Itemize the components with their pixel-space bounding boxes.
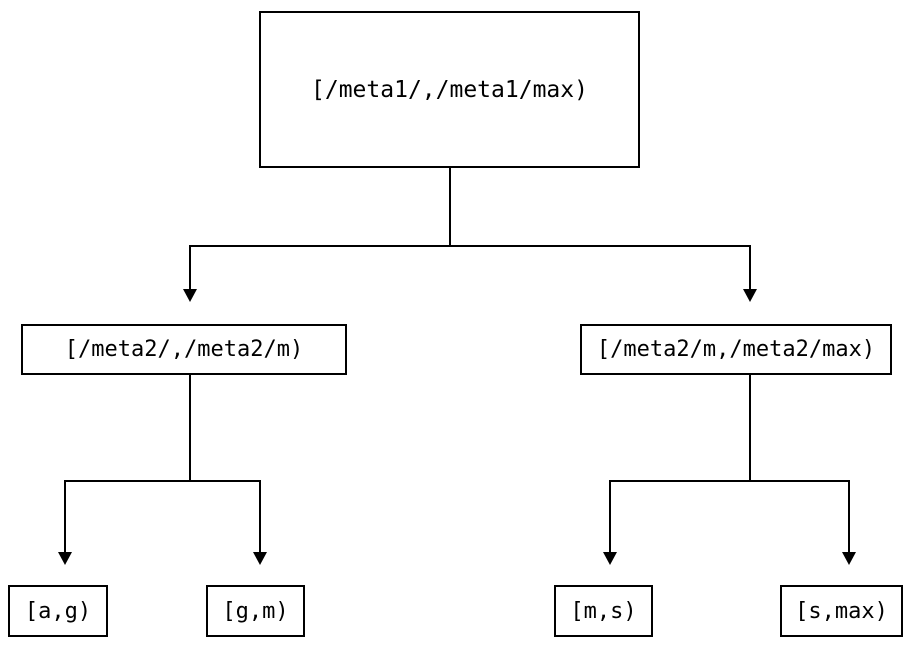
edge-root-to-mid-right bbox=[749, 245, 751, 289]
edge-mid-left-to-leaf-1 bbox=[64, 480, 66, 552]
arrowhead-down-icon-leaf-3 bbox=[603, 552, 617, 565]
edge-mid-left-stem bbox=[189, 375, 191, 482]
edge-mid-right-to-leaf-3 bbox=[609, 480, 611, 552]
node-leaf-3-label: [m,s) bbox=[570, 598, 637, 624]
edge-mid-left-to-leaf-2 bbox=[259, 480, 261, 552]
edge-mid-right-to-leaf-4 bbox=[848, 480, 850, 552]
node-leaf-4-label: [s,max) bbox=[795, 598, 888, 624]
node-leaf-1-label: [a,g) bbox=[24, 598, 92, 624]
node-leaf-4[interactable]: [s,max) bbox=[780, 585, 903, 637]
node-mid-right-label: [/meta2/m,/meta2/max) bbox=[596, 337, 876, 362]
arrowhead-down-icon-mid-right bbox=[743, 289, 757, 302]
node-leaf-2[interactable]: [g,m) bbox=[206, 585, 305, 637]
node-root[interactable]: [/meta1/,/meta1/max) bbox=[259, 11, 640, 168]
node-mid-left-label: [/meta2/,/meta2/m) bbox=[64, 337, 304, 362]
node-root-label: [/meta1/,/meta1/max) bbox=[311, 76, 588, 103]
arrowhead-down-icon-mid-left bbox=[183, 289, 197, 302]
node-mid-left[interactable]: [/meta2/,/meta2/m) bbox=[21, 324, 347, 375]
node-leaf-2-label: [g,m) bbox=[222, 598, 289, 624]
edge-mid-right-crossbar bbox=[609, 480, 850, 482]
node-leaf-3[interactable]: [m,s) bbox=[554, 585, 653, 637]
node-mid-right[interactable]: [/meta2/m,/meta2/max) bbox=[580, 324, 892, 375]
edge-root-stem bbox=[449, 168, 451, 247]
arrowhead-down-icon-leaf-4 bbox=[842, 552, 856, 565]
node-leaf-1[interactable]: [a,g) bbox=[8, 585, 108, 637]
edge-mid-right-stem bbox=[749, 375, 751, 482]
edge-root-to-mid-left bbox=[189, 245, 191, 289]
edge-root-crossbar bbox=[189, 245, 751, 247]
arrowhead-down-icon-leaf-2 bbox=[253, 552, 267, 565]
arrowhead-down-icon-leaf-1 bbox=[58, 552, 72, 565]
edge-mid-left-crossbar bbox=[64, 480, 261, 482]
